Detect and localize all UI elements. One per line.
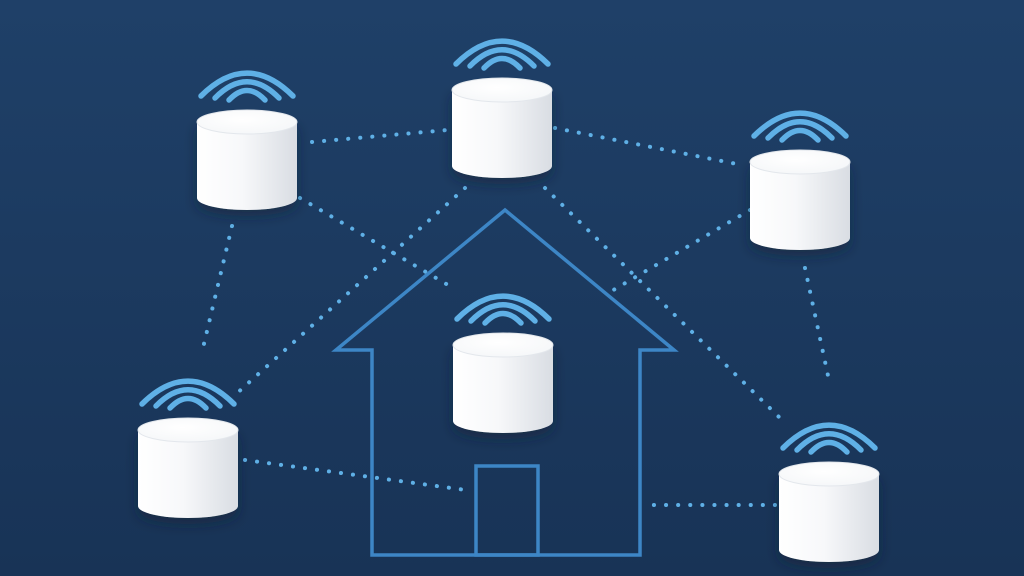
router-body <box>750 162 850 250</box>
router-body <box>138 430 238 518</box>
router-top <box>779 462 879 486</box>
router-top <box>138 418 238 442</box>
router-top <box>750 150 850 174</box>
router-top <box>453 333 553 357</box>
router-body <box>453 345 553 433</box>
router-body <box>779 474 879 562</box>
router-top <box>452 78 552 102</box>
router-top <box>197 110 297 134</box>
router-body <box>197 122 297 210</box>
router-body <box>452 90 552 178</box>
